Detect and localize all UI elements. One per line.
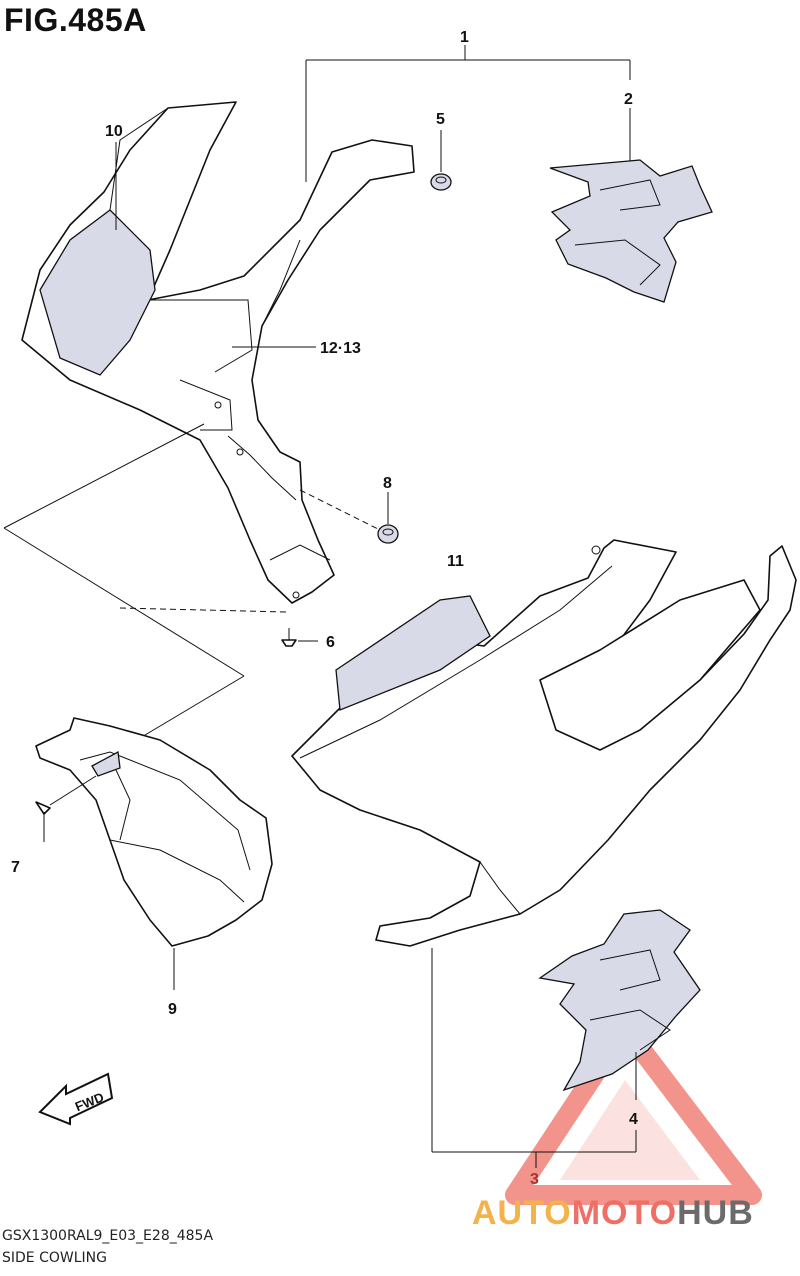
figure-title: FIG.485A <box>4 2 147 38</box>
part-11-lower-cowling <box>291 539 797 947</box>
callout-2: 2 <box>624 91 633 108</box>
explosion-lines <box>3 423 287 739</box>
footer-section-name: SIDE COWLING <box>2 1250 107 1266</box>
part-10-upper-cowling <box>21 101 415 604</box>
watermark-text: AUTOMOTOHUB <box>472 1194 754 1233</box>
part-3-4-decal <box>538 909 701 1092</box>
fwd-arrow-icon: FWD <box>38 1072 114 1126</box>
callout-3: 3 <box>530 1171 539 1188</box>
part-7-clip <box>35 775 97 842</box>
callout-12-13: 12·13 <box>320 340 361 357</box>
callout-6: 6 <box>326 634 335 651</box>
part-6-clip <box>281 628 318 647</box>
part-2-decal <box>549 159 713 303</box>
part-5-grommet <box>430 130 452 191</box>
leader-group-3-4 <box>431 948 637 1168</box>
callout-8: 8 <box>383 475 392 492</box>
callout-1: 1 <box>460 29 469 46</box>
callout-5: 5 <box>436 111 445 128</box>
part-9-inner-panel <box>35 717 273 990</box>
watermark-hub: HUB <box>677 1194 754 1232</box>
callout-10: 10 <box>105 123 123 140</box>
callout-7: 7 <box>11 859 20 876</box>
callout-4: 4 <box>629 1111 638 1128</box>
callout-11: 11 <box>447 553 464 570</box>
watermark-auto: AUTO <box>472 1194 572 1232</box>
callout-9: 9 <box>168 1001 177 1018</box>
watermark-logo <box>505 1018 762 1205</box>
footer-model-code: GSX1300RAL9_E03_E28_485A <box>2 1228 214 1244</box>
part-8-grommet <box>299 489 399 544</box>
leader-group-1 <box>305 45 631 182</box>
watermark-moto: MOTO <box>571 1194 678 1232</box>
